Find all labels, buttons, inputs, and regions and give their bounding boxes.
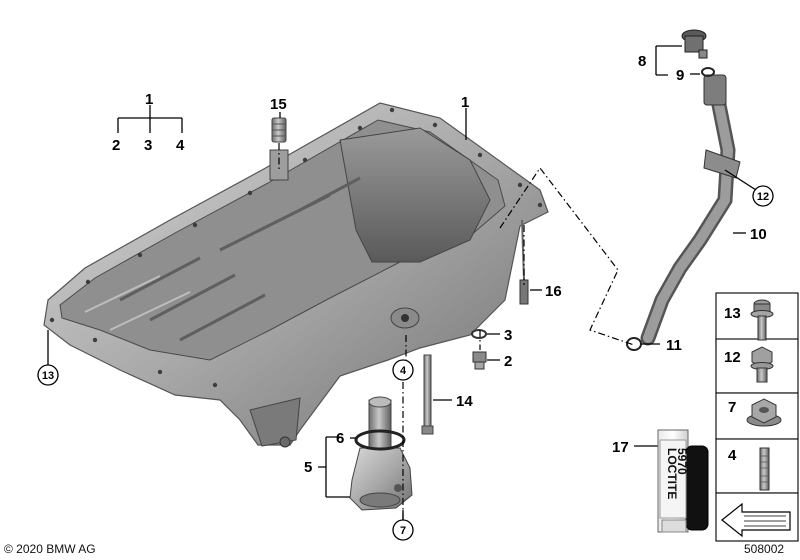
bolt-14-illustration <box>421 354 434 435</box>
oil-pan-illustration <box>43 102 549 448</box>
callout-17: 17 <box>612 439 629 456</box>
arrow-icon <box>721 502 791 538</box>
callout-3-group: 3 <box>144 137 152 154</box>
callout-8: 8 <box>638 53 646 70</box>
callout-14: 14 <box>456 393 473 410</box>
guide-tube-10-illustration <box>640 74 741 346</box>
diagram-id: 508002 <box>744 542 784 556</box>
stud-4-icon <box>759 447 770 491</box>
callout-lines <box>47 45 757 520</box>
plug-15-illustration <box>271 117 287 143</box>
callout-4-group: 4 <box>176 137 185 154</box>
legend-label-13: 13 <box>724 305 741 322</box>
cartridge-brand-label: LOCTITE <box>665 448 679 499</box>
legend-label-7: 7 <box>728 399 736 416</box>
callout-9: 9 <box>676 67 684 84</box>
copyright-text: © 2020 BMW AG <box>4 542 96 556</box>
legend-label-12: 12 <box>724 349 741 366</box>
callout-15: 15 <box>270 96 287 113</box>
svg-text:13: 13 <box>42 370 54 382</box>
callout-2-group: 2 <box>112 137 120 154</box>
svg-text:4: 4 <box>400 365 407 377</box>
callout-3-washer: 3 <box>504 327 512 344</box>
washer-3-illustration <box>471 329 487 339</box>
sensor-16-illustration <box>519 219 529 305</box>
svg-text:7: 7 <box>400 525 406 537</box>
circled-callout-12: 12 <box>752 185 774 207</box>
hex-bolt-12-icon <box>750 346 774 383</box>
circled-callout-13: 13 <box>37 364 59 386</box>
callout-1-group: 1 <box>145 91 153 108</box>
legend-panel: 13 12 7 4 <box>715 292 799 542</box>
drain-plug-2-illustration <box>472 351 487 370</box>
legend-label-4: 4 <box>728 447 737 464</box>
flange-nut-7-icon <box>746 398 782 427</box>
dipstick-cap-8-illustration <box>681 29 708 59</box>
callout-10: 10 <box>750 226 767 243</box>
ring-11-illustration <box>626 337 642 351</box>
callout-1-oil-pan: 1 <box>461 94 469 111</box>
circled-callout-4: 4 <box>392 359 414 381</box>
callout-11: 11 <box>666 337 682 354</box>
callout-2-drain-plug: 2 <box>504 353 512 370</box>
pickup-5-illustration <box>349 396 413 511</box>
cartridge-code-label: 5970 <box>675 448 689 475</box>
ring-9-illustration <box>701 67 715 77</box>
callout-6: 6 <box>336 430 344 447</box>
circled-callout-7: 7 <box>392 519 414 541</box>
bolt-13-icon <box>750 299 774 341</box>
svg-text:12: 12 <box>757 191 769 203</box>
o-ring-6-illustration <box>354 429 406 451</box>
callout-5: 5 <box>304 459 312 476</box>
sealant-cartridge-17-illustration: LOCTITE 5970 <box>657 429 709 533</box>
callout-16: 16 <box>545 283 562 300</box>
